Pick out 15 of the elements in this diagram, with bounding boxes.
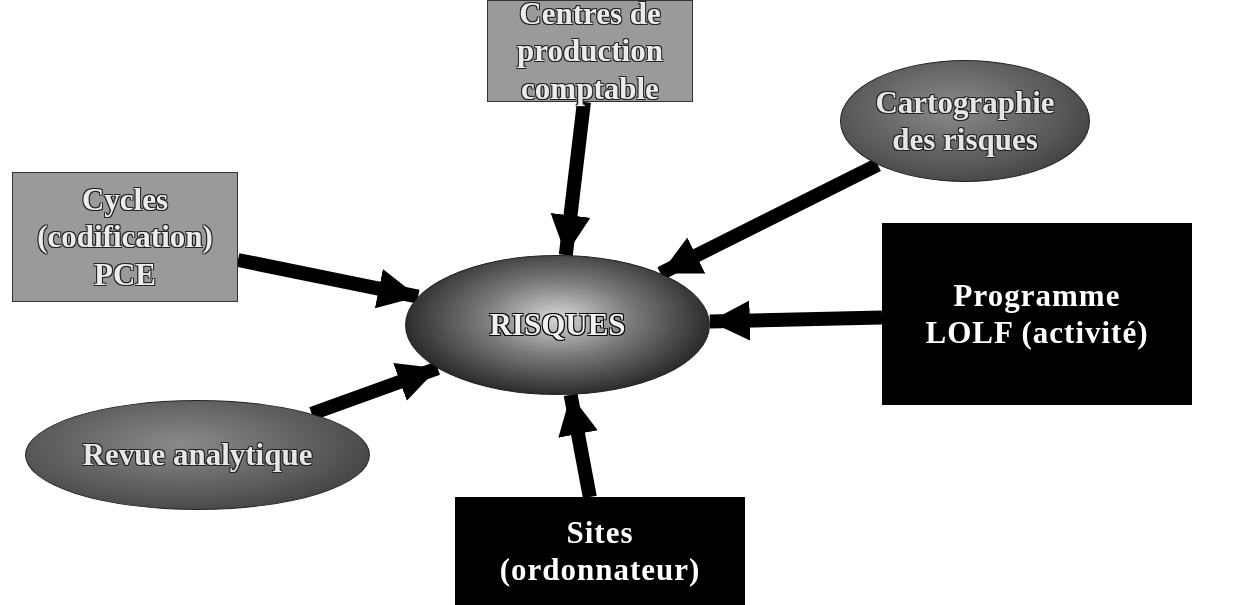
node-label: Cartographie des risques (874, 83, 1056, 159)
process-box (12, 172, 238, 302)
arrow (558, 393, 598, 499)
arrow (709, 300, 883, 341)
node-label: RISQUES (488, 306, 627, 344)
node-label: Centres de production comptable (516, 0, 664, 107)
node-label: Revue analytique (81, 436, 314, 474)
node-label: Cycles (codification) PCE (36, 181, 214, 293)
node-label: Sites (ordonnateur) (498, 513, 702, 589)
arrow (236, 253, 420, 309)
arrow (550, 101, 591, 256)
arrow (657, 158, 881, 280)
node-label: Programme LOLF (activité) (924, 276, 1150, 352)
process-box (882, 223, 1192, 405)
process-box (455, 497, 745, 605)
